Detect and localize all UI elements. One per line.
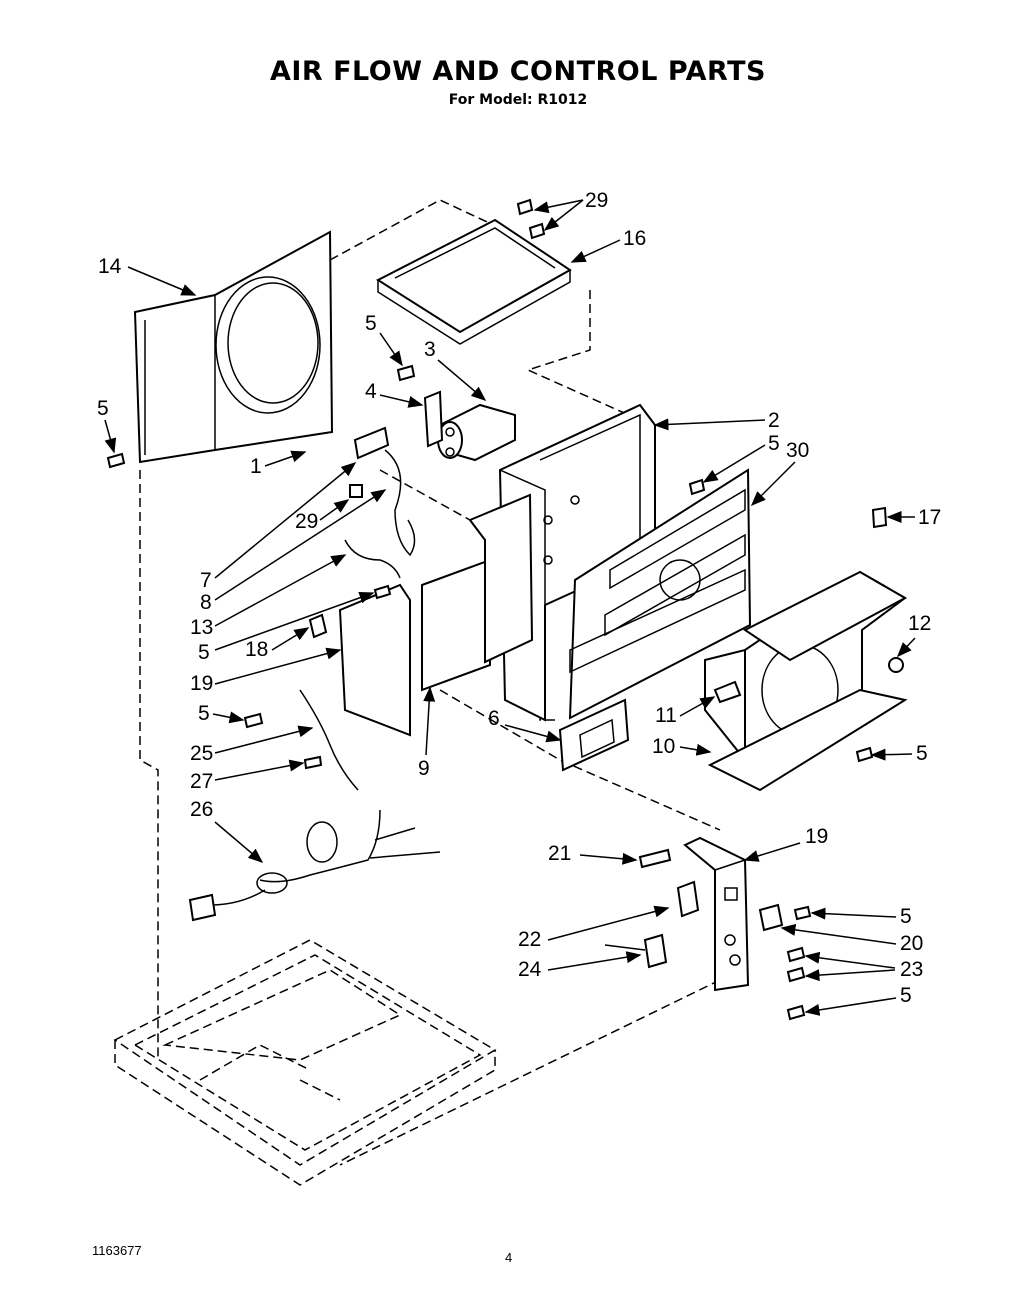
callout-6: 6 — [488, 707, 500, 730]
callout-10: 10 — [652, 735, 675, 758]
callout-27: 27 — [190, 770, 213, 793]
part-9-control-bracket — [421, 493, 534, 692]
part-18-clip — [308, 613, 328, 639]
callout-16: 17 — [918, 506, 941, 529]
callout-13: 13 — [190, 616, 213, 639]
model-subtitle: For Model: R1012 — [448, 92, 588, 108]
page-title: AIR FLOW AND CONTROL PARTS — [269, 56, 767, 87]
part-13-wire — [344, 539, 401, 579]
part-19-control-panel — [683, 836, 750, 992]
screws-left — [106, 198, 706, 770]
callout-1: 1 — [250, 455, 262, 478]
part-17-panel — [338, 583, 411, 737]
assembly-lines — [139, 199, 721, 1166]
callout-5: 5 — [900, 905, 912, 928]
callout-26: 26 — [190, 798, 213, 821]
part-4-bracket — [423, 390, 444, 448]
callout-5: 5 — [365, 312, 377, 335]
callout-17: 19 — [190, 672, 213, 695]
callout-5: 5 — [198, 641, 210, 664]
callout-5: 5 — [768, 432, 780, 455]
callout-14: 14 — [98, 255, 122, 278]
page-number: 4 — [505, 1250, 513, 1265]
callout-3: 3 — [424, 338, 436, 361]
callout-30: 30 — [786, 439, 809, 462]
callout-21: 21 — [548, 842, 571, 865]
callout-5: 29 — [585, 189, 608, 212]
callout-18: 18 — [245, 638, 268, 661]
part-7-8-bracket — [349, 426, 416, 557]
document-number: 1163677 — [92, 1243, 142, 1258]
part-10-blower-assembly — [704, 506, 908, 792]
callout-20: 20 — [900, 932, 923, 955]
callout-4: 4 — [365, 380, 377, 403]
callout-25: 25 — [190, 742, 213, 765]
callout-5: 5 — [198, 702, 210, 725]
callout-7: 7 — [200, 569, 212, 592]
part-14-shroud — [133, 230, 334, 464]
callout-8: 8 — [200, 591, 212, 614]
callouts: 29 16 14 5 3 4 5 2 5 30 1 17 29 12 7 8 — [97, 189, 941, 1016]
callout-2: 2 — [768, 409, 780, 432]
part-6-grille — [558, 698, 630, 772]
callout-5: 5 — [900, 984, 912, 1007]
part-30-baffle — [568, 468, 752, 720]
callout-29: 29 — [295, 510, 318, 533]
callout-9: 9 — [418, 757, 430, 780]
part-25-26-cord — [188, 689, 441, 922]
part-3-capacitor — [437, 403, 516, 462]
callout-24: 24 — [518, 958, 542, 981]
part-15-tray — [375, 218, 572, 345]
callout-12: 12 — [908, 612, 931, 635]
control-components — [604, 848, 812, 1021]
callout-5: 5 — [916, 742, 928, 765]
callout-19: 19 — [805, 825, 828, 848]
callout-5: 5 — [97, 397, 109, 420]
callout-15: 16 — [623, 227, 646, 250]
callout-23: 23 — [900, 958, 923, 981]
callout-22: 22 — [518, 928, 541, 951]
base-pan — [113, 939, 497, 1186]
callout-11: 11 — [655, 704, 677, 727]
